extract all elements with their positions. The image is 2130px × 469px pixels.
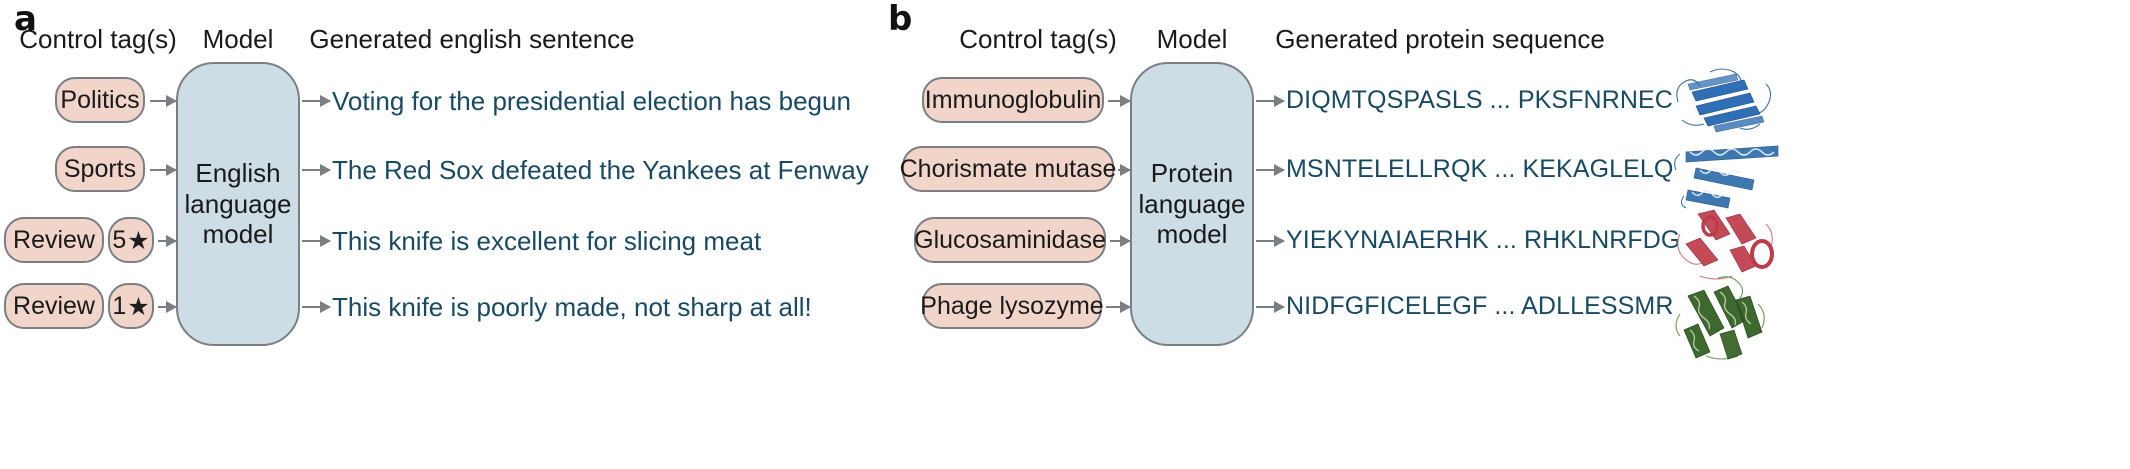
tag-rating-1star[interactable]: 1★ bbox=[108, 283, 154, 329]
output-sentence-4: This knife is poorly made, not sharp at … bbox=[332, 292, 812, 322]
panel-b-header-model: Model bbox=[1156, 24, 1228, 54]
arrow-model-to-output-3 bbox=[302, 235, 331, 247]
arrow-model-to-output-b3 bbox=[1256, 235, 1285, 247]
arrow-tag-to-model-4 bbox=[158, 301, 177, 313]
arrow-tag-to-model-b2 bbox=[1118, 164, 1131, 176]
output-sequence-2: MSNTELELLRQK ... KEKAGLELQ bbox=[1286, 155, 1674, 183]
panel-letter-b: b bbox=[888, 0, 913, 39]
arrow-model-to-output-4 bbox=[302, 301, 331, 313]
protein-structure-immunoglobulin bbox=[1676, 68, 1772, 133]
tag-politics[interactable]: Politics bbox=[55, 77, 145, 123]
panel-a: a Control tag(s) Model Generated english… bbox=[0, 0, 869, 469]
tag-phage-lysozyme[interactable]: Phage lysozyme bbox=[920, 283, 1104, 329]
panel-letter-a: a bbox=[14, 0, 37, 39]
english-language-model-box: English language model bbox=[176, 62, 300, 346]
panel-b-header-output: Generated protein sequence bbox=[1275, 24, 1605, 54]
star-icon: ★ bbox=[127, 291, 150, 321]
panel-a-header-model: Model bbox=[202, 24, 274, 54]
arrow-tag-to-model-b3 bbox=[1110, 235, 1131, 247]
rating-value-5: 5 bbox=[112, 225, 127, 254]
panel-a-header-output: Generated english sentence bbox=[309, 24, 635, 54]
output-sequence-4: NIDFGFICELEGF ... ADLLESSMR bbox=[1286, 292, 1674, 320]
arrow-model-to-output-2 bbox=[302, 164, 331, 176]
arrow-model-to-output-b1 bbox=[1256, 95, 1285, 107]
output-sentence-1: Voting for the presidential election has… bbox=[332, 86, 851, 116]
tag-review-5star[interactable]: Review bbox=[4, 217, 104, 263]
star-icon: ★ bbox=[127, 225, 150, 255]
protein-language-model-box: Protein language model bbox=[1130, 62, 1254, 346]
output-sequence-1: DIQMTQSPASLS ... PKSFNRNEC bbox=[1286, 86, 1673, 114]
tag-glucosaminidase[interactable]: Glucosaminidase bbox=[914, 217, 1106, 263]
output-sequence-3: YIEKYNAIAERHK ... RHKLNRFDG bbox=[1286, 226, 1681, 254]
arrow-model-to-output-b2 bbox=[1256, 164, 1285, 176]
arrow-tag-to-model-3 bbox=[158, 235, 177, 247]
english-language-model-label: English language model bbox=[184, 157, 292, 250]
arrow-tag-to-model-2 bbox=[150, 164, 177, 176]
protein-structure-phage-lysozyme bbox=[1675, 276, 1765, 360]
protein-structure-glucosaminidase bbox=[1677, 209, 1774, 280]
panel-b: b Control tag(s) Model Generated protein… bbox=[870, 0, 2130, 469]
arrow-tag-to-model-1 bbox=[150, 95, 177, 107]
protein-structure-chorismate-mutase bbox=[1674, 145, 1779, 209]
tag-immunoglobulin[interactable]: Immunoglobulin bbox=[922, 77, 1104, 123]
arrow-model-to-output-1 bbox=[302, 95, 331, 107]
tag-sports[interactable]: Sports bbox=[55, 146, 145, 192]
arrow-model-to-output-b4 bbox=[1256, 301, 1285, 313]
protein-language-model-label: Protein language model bbox=[1138, 157, 1246, 250]
tag-chorismate-mutase[interactable]: Chorismate mutase bbox=[900, 146, 1116, 192]
arrow-tag-to-model-b1 bbox=[1108, 95, 1131, 107]
arrow-tag-to-model-b4 bbox=[1106, 301, 1131, 313]
tag-review-1star[interactable]: Review bbox=[4, 283, 104, 329]
panel-a-header-control-tags: Control tag(s) bbox=[19, 24, 177, 54]
tag-rating-5star[interactable]: 5★ bbox=[108, 217, 154, 263]
output-sentence-3: This knife is excellent for slicing meat bbox=[332, 226, 762, 256]
panel-b-header-control-tags: Control tag(s) bbox=[959, 24, 1117, 54]
output-sentence-2: The Red Sox defeated the Yankees at Fenw… bbox=[332, 155, 869, 185]
rating-value-1: 1 bbox=[112, 291, 127, 320]
